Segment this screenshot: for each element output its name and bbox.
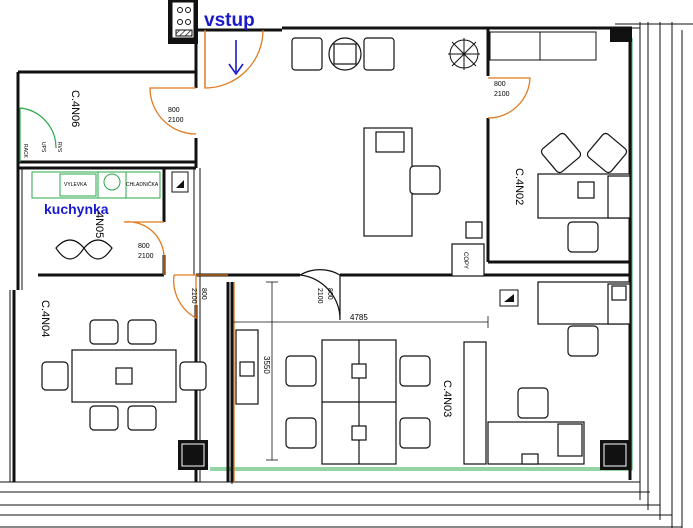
green-door xyxy=(19,107,57,149)
cabinet xyxy=(489,31,597,61)
kitchenette-label: kuchynka xyxy=(44,201,109,217)
door-height: 2100 xyxy=(190,288,197,304)
entrance-label: vstup xyxy=(204,10,255,31)
electric-panel xyxy=(171,171,519,307)
room-label-4n06: C.4N06 xyxy=(69,90,81,127)
door-width: 800 xyxy=(494,81,506,88)
fridge-label: CHLADNIČKA xyxy=(126,181,159,188)
outer-frame xyxy=(0,22,693,528)
entrance-arrow-icon xyxy=(228,40,244,76)
door-width: 800 xyxy=(200,288,207,300)
room-label-4n05: 4N05 xyxy=(93,212,105,238)
room-label-4n02: C.4N02 xyxy=(513,168,525,205)
ups-label: UPS xyxy=(40,142,46,153)
dimension-lines xyxy=(231,281,489,461)
green-boundary xyxy=(210,38,633,471)
lobby-furniture xyxy=(291,37,485,277)
door-width: 800 xyxy=(138,243,150,250)
room-label-4n03: C.4N03 xyxy=(441,380,453,417)
doors xyxy=(123,29,531,482)
copy-label: COPY xyxy=(462,252,468,269)
dimension-vertical: 3550 xyxy=(262,356,271,374)
door-height: 2100 xyxy=(168,117,184,124)
office-02-furniture xyxy=(537,132,631,253)
door-width: 800 xyxy=(326,288,333,300)
door-height: 2100 xyxy=(494,91,510,98)
conference-table xyxy=(41,319,207,431)
sink-label: VYLEVKA xyxy=(64,182,87,188)
room-label-4n04: C.4N04 xyxy=(39,300,51,337)
door-height: 2100 xyxy=(316,288,323,304)
walls xyxy=(12,26,632,482)
dimension-horizontal: 4785 xyxy=(350,313,368,322)
kitchen-counter xyxy=(31,171,161,199)
rack-label: RACK xyxy=(22,144,28,159)
plant-icon xyxy=(448,38,480,70)
door-width: 800 xyxy=(168,107,180,114)
rvs-label: RVS xyxy=(56,142,62,153)
office-03-furniture xyxy=(235,281,631,465)
columns xyxy=(178,28,632,470)
vent-shaft xyxy=(168,0,198,44)
kitchen-chairs xyxy=(55,239,113,260)
door-height: 2100 xyxy=(138,253,154,260)
